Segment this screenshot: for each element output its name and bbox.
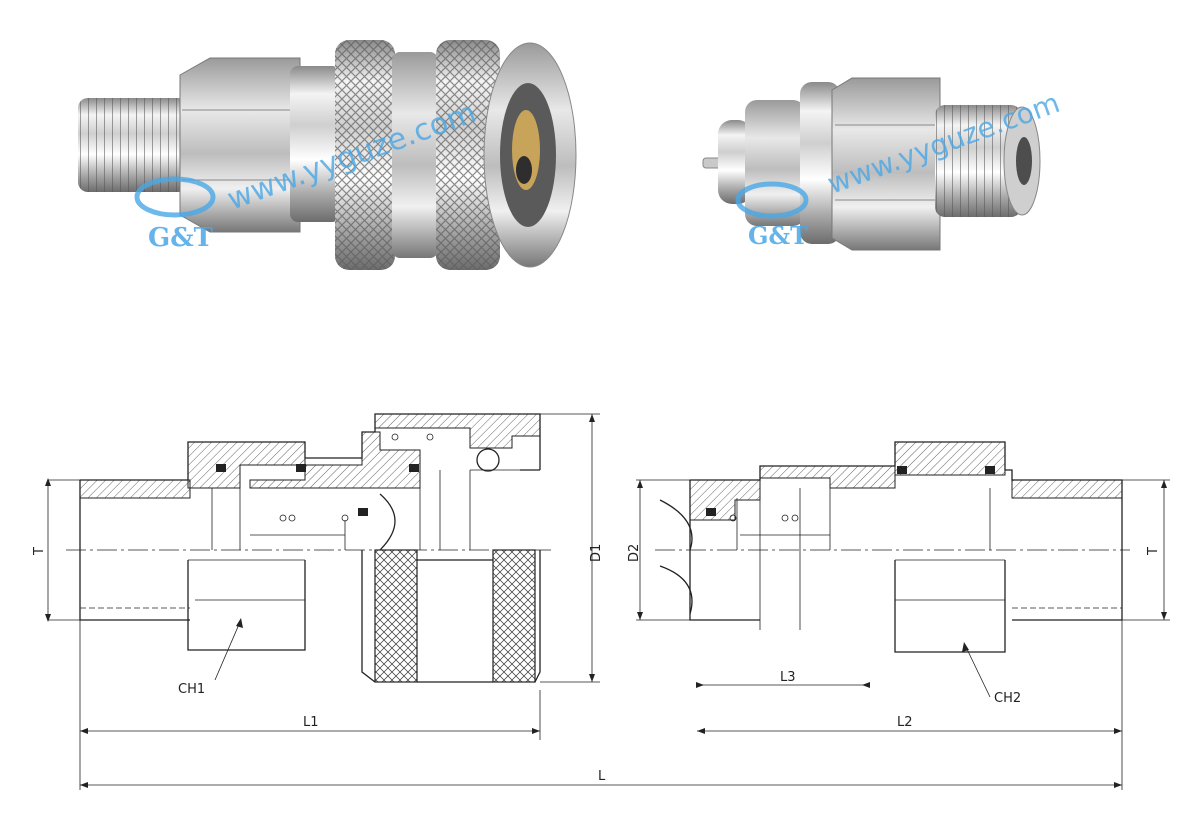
plug-dim-l2: L2	[897, 715, 913, 730]
gt-logo-icon	[735, 181, 809, 219]
plug-dim-ch2: CH2	[994, 691, 1021, 706]
gt-logo-icon	[134, 176, 216, 218]
socket-photo: www.yyguze.com G&T	[78, 40, 577, 270]
plug-brand-logo: G&T	[748, 221, 808, 250]
socket-dim-ch1: CH1	[178, 682, 205, 697]
socket-drawing: T D1 CH1 L1	[32, 413, 604, 790]
plug-dim-t: T	[1146, 547, 1161, 556]
socket-brand-logo: G&T	[148, 223, 214, 253]
total-length-dimension: L	[80, 769, 1122, 788]
socket-dim-d1: D1	[589, 544, 604, 562]
plug-dim-d2: D2	[627, 544, 642, 562]
socket-dim-l1: L1	[303, 715, 319, 730]
plug-dim-l3: L3	[780, 670, 796, 685]
plug-photo: www.yyguze.com G&T	[702, 77, 1064, 251]
dim-l-total: L	[598, 769, 606, 784]
plug-drawing: D2 T CH2 L3 L2	[627, 441, 1170, 790]
socket-dim-t: T	[32, 547, 47, 556]
